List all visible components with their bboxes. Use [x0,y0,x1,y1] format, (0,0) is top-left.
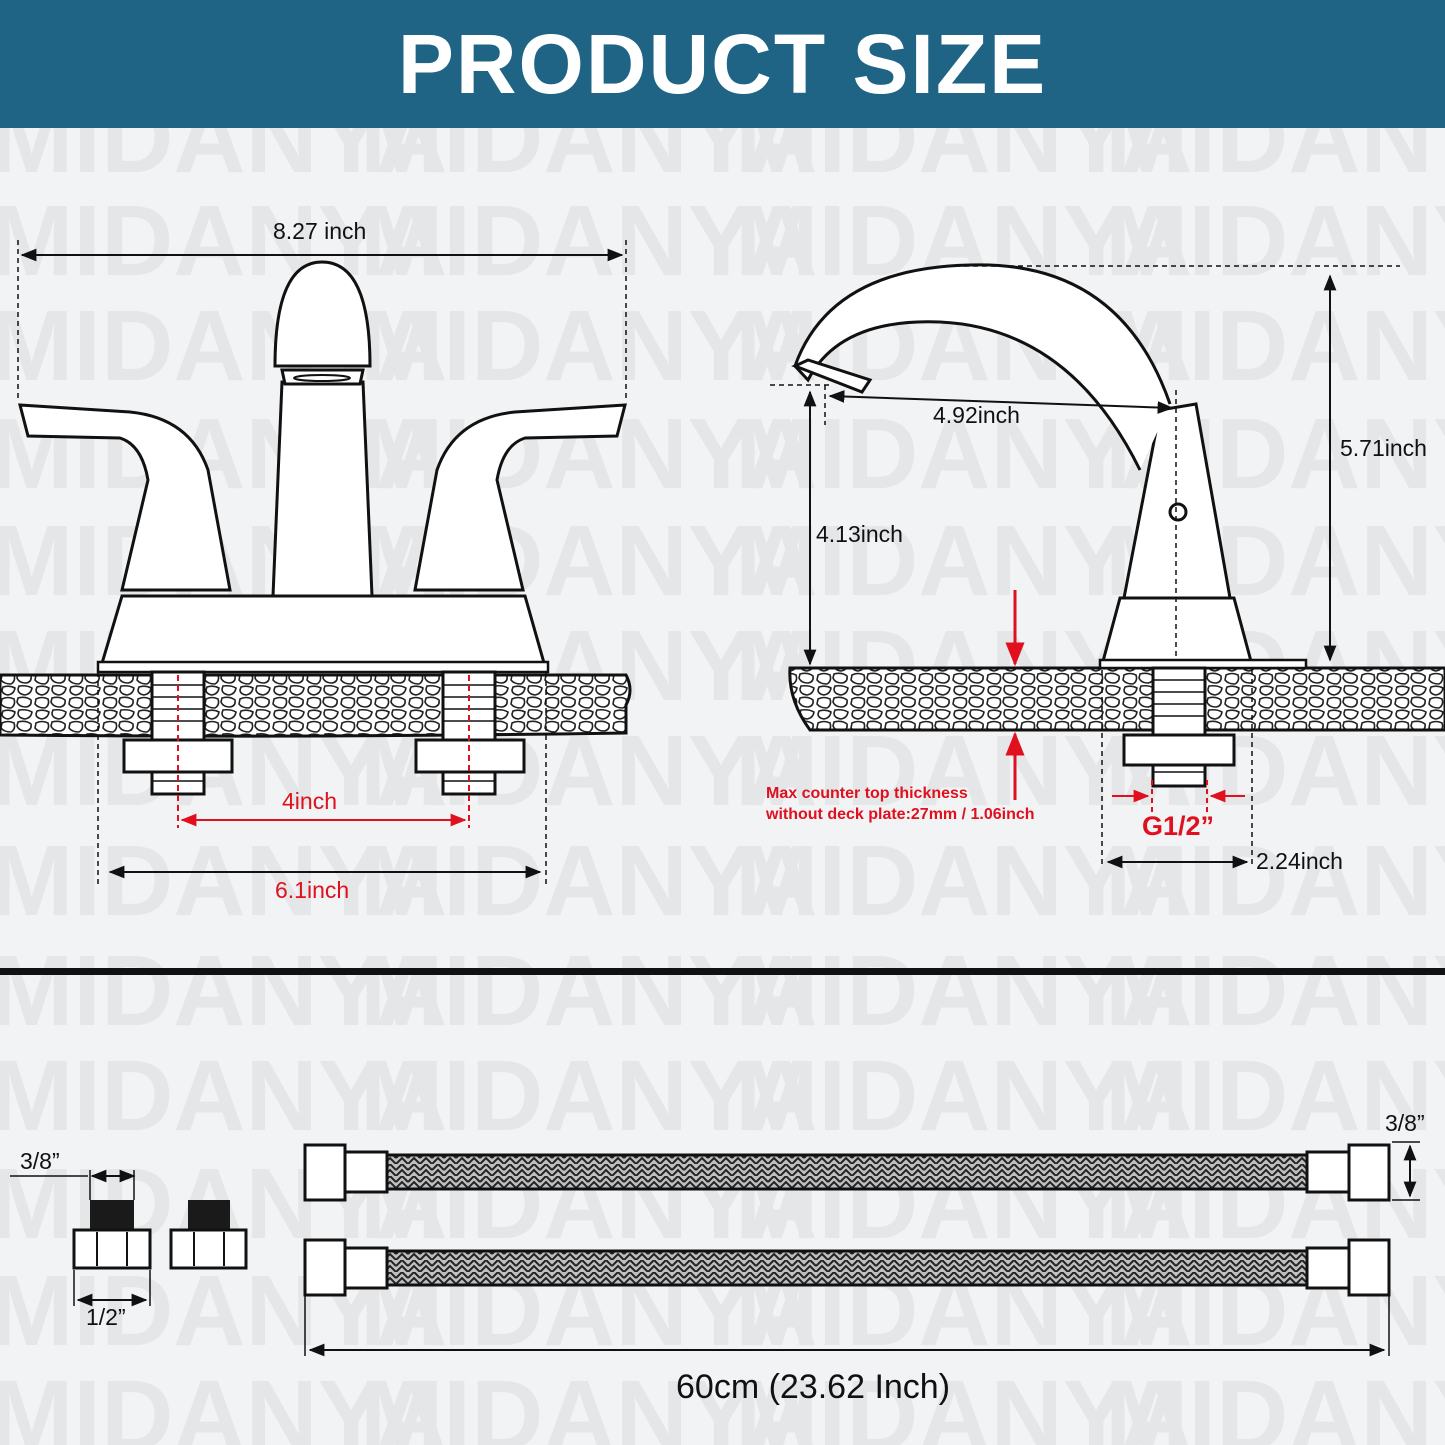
hose-nut-left [303,1238,347,1297]
counter-note-line2: without deck plate:27mm / 1.06inch [766,806,1035,823]
watermark-text: MIDANYA [0,825,447,937]
watermark-text: MIDANYA [1105,1040,1445,1152]
watermark-text: MIDANYA [1105,128,1445,194]
watermark-text: MIDANYA [0,185,447,297]
counter-note-line1: Max counter top thickness [766,785,968,802]
left-handle [18,403,232,592]
hoses [303,1141,1420,1357]
watermark-text: MIDANYA [735,935,1192,1047]
watermark-text: MIDANYA [1105,185,1445,297]
deckplate-width-label: 6.1inch [275,877,350,903]
overall-width-label: 8.27 inch [273,218,367,244]
side-view [770,263,1445,869]
watermark-text: MIDANYA [360,825,817,937]
watermark-text: MIDANYA [1105,935,1445,1047]
watermark-text: MIDANYA [735,825,1192,937]
left-shank [150,670,206,796]
body-side-screw [1168,502,1188,522]
watermark-text: MIDANYA [360,185,817,297]
section-divider [0,968,1445,975]
hose-length-label: 60cm (23.62 Inch) [676,1368,951,1406]
center-spacing-label: 4inch [282,788,337,814]
front-view [0,240,632,888]
hose-end-label: 3/8” [1385,1110,1425,1136]
hose-nut-right [1347,1143,1391,1202]
hose-nut-right [1347,1238,1391,1297]
watermark-text: MIDANYA [1105,825,1445,937]
watermark-text: MIDANYA [735,715,1192,827]
watermark-text: MIDANYA [1105,1360,1445,1445]
spout-reach-label: 4.92inch [933,402,1020,428]
hose-nut-left [303,1143,347,1202]
counter-thickness-note: Max counter top thickness without deck p… [766,783,1035,825]
watermark-text: MIDANYA [0,1040,447,1152]
adapter-nut [72,1228,152,1270]
watermark-text: MIDANYA [735,1360,1192,1445]
adapter-thread [188,1200,230,1230]
watermark-text: MIDANYA [0,128,447,194]
hose-braid [385,1249,1309,1287]
side-mount-nut [1122,733,1236,767]
spout-tip-side [791,358,873,394]
deck-plate-base-front [96,660,550,674]
hose-braid [385,1153,1309,1191]
watermark-text: MIDANYA [360,1040,817,1152]
watermark-text: MIDANYA [0,1360,447,1445]
base-width-label: 2.24inch [1256,848,1343,874]
deck-plate-front [97,594,548,672]
spout-height-label: 4.13inch [816,521,903,547]
adapter-thread [90,1200,134,1230]
page-title: PRODUCT SIZE [397,16,1048,111]
watermark-text: MIDANYA [360,290,817,402]
countertop-side [788,666,1445,732]
adapter-top-label: 3/8” [20,1148,60,1174]
product-diagram: MIDANYA MIDANYA MIDANYA MIDANYA MIDANYA … [0,128,1445,1445]
body-side [1122,402,1232,600]
watermark-text: MIDANYA [0,290,447,402]
dim-arrow-spout-reach [828,390,1174,414]
adapter-nut [169,1228,248,1270]
total-height-label: 5.71inch [1340,435,1427,461]
thread-size-label: G1/2” [1142,811,1215,841]
right-handle [413,403,627,592]
watermark-text: MIDANYA [360,935,817,1047]
watermark-text: MIDANYA [735,1040,1192,1152]
spout-head-front [273,260,372,368]
watermark-text: MIDANYA [360,1360,817,1445]
watermark-text: MIDANYA [360,128,817,194]
side-shank [1151,666,1207,788]
spout-column-front [271,380,374,598]
right-shank [441,670,497,796]
adapter-bottom-label: 1/2” [86,1304,126,1330]
watermark-text: MIDANYA [0,935,447,1047]
watermark-text: MIDANYA [735,128,1192,194]
adapters [10,1169,248,1307]
base-side [1100,596,1254,667]
header-banner: PRODUCT SIZE [0,0,1445,128]
countertop-front [0,673,632,738]
